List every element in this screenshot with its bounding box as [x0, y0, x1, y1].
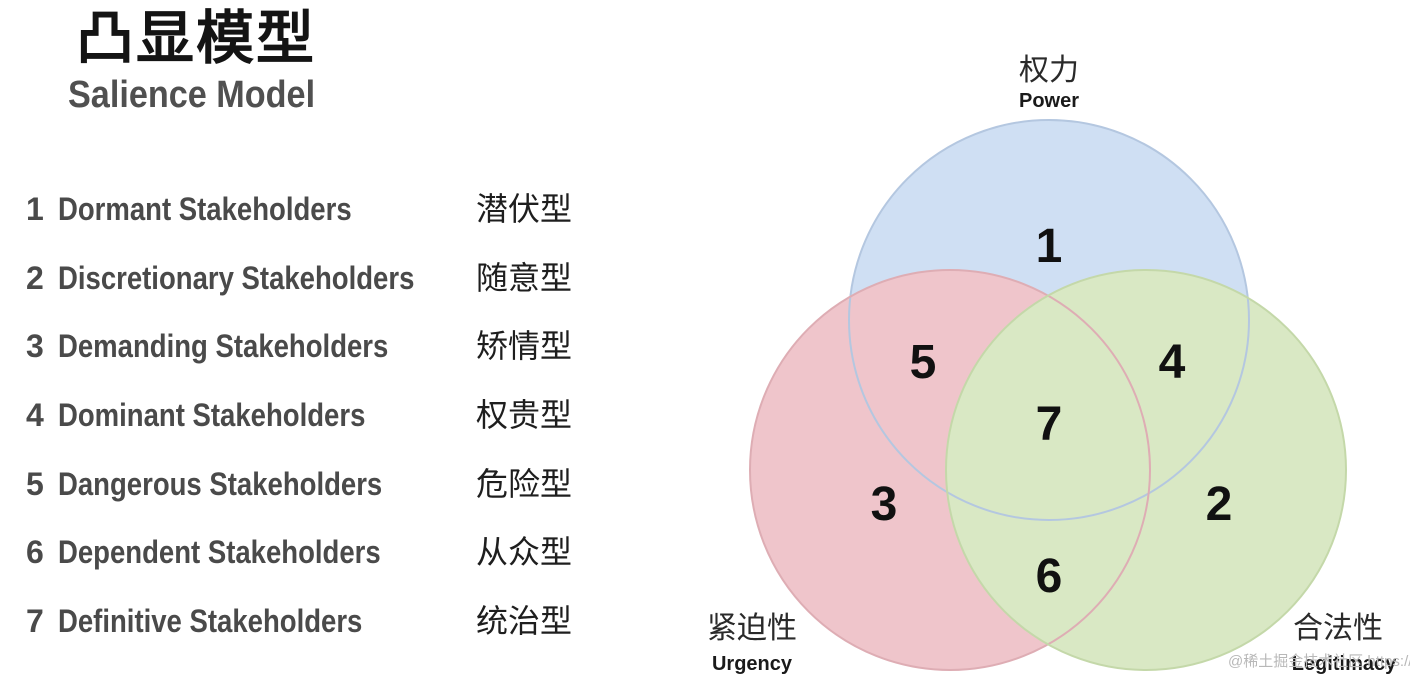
list-item: 4 Dominant Stakeholders 权贵型 — [26, 392, 606, 461]
urgency-label-english: Urgency — [712, 653, 793, 675]
list-item-chinese: 随意型 — [476, 258, 573, 297]
region-label-6: 6 — [1036, 550, 1063, 603]
power-label-chinese: 权力 — [1019, 53, 1079, 88]
urgency-circle-outline — [749, 269, 1151, 671]
list-item-number: 4 — [26, 397, 44, 434]
list-item-number: 6 — [26, 534, 44, 571]
list-item-english: Dormant Stakeholders — [58, 191, 352, 227]
legitimacy-circle — [946, 270, 1346, 670]
list-item-english: Definitive Stakeholders — [58, 603, 363, 640]
list-item-number: 3 — [26, 328, 44, 365]
list-item: 3 Demanding Stakeholders 矫情型 — [26, 323, 606, 392]
power-label-english: Power — [1019, 90, 1079, 112]
list-item-chinese: 权贵型 — [476, 396, 573, 435]
list-item: 1 Dormant Stakeholders 潜伏型 — [26, 186, 606, 255]
list-item-number: 2 — [26, 259, 44, 296]
list-item-number: 5 — [26, 465, 44, 502]
region-label-2: 2 — [1206, 478, 1233, 531]
title-english: Salience Model — [68, 74, 316, 116]
region-label-5: 5 — [910, 336, 937, 389]
power-circle-outline — [848, 119, 1250, 521]
urgency-label-chinese: 紧迫性 — [707, 611, 797, 646]
list-item-english: Dominant Stakeholders — [58, 397, 366, 434]
legitimacy-label-chinese: 合法性 — [1293, 611, 1383, 646]
list-item-chinese: 潜伏型 — [476, 190, 573, 228]
list-item: 6 Dependent Stakeholders 从众型 — [26, 529, 606, 598]
list-item-chinese: 危险型 — [476, 464, 573, 503]
list-item: 7 Definitive Stakeholders 统治型 — [26, 598, 606, 667]
region-label-3: 3 — [871, 478, 898, 531]
list-item-english: Demanding Stakeholders — [58, 328, 389, 365]
list-item-number: 1 — [26, 191, 44, 227]
region-label-7: 7 — [1036, 398, 1063, 451]
list-item-chinese: 从众型 — [476, 533, 573, 572]
stakeholder-type-list: 1 Dormant Stakeholders 潜伏型 2 Discretiona… — [26, 186, 606, 667]
list-item: 2 Discretionary Stakeholders 随意型 — [26, 255, 606, 324]
list-item: 5 Dangerous Stakeholders 危险型 — [26, 461, 606, 530]
legitimacy-circle-outline — [945, 269, 1347, 671]
list-item-chinese: 统治型 — [476, 602, 573, 641]
watermark-text: @稀土掘金技术社区 https://blog.csdn.net/... — [1228, 653, 1410, 670]
region-label-1: 1 — [1036, 220, 1063, 273]
list-item-english: Dependent Stakeholders — [58, 534, 381, 571]
title-chinese: 凸显模型 — [76, 4, 317, 72]
region-label-4: 4 — [1159, 336, 1186, 389]
list-item-number: 7 — [26, 603, 44, 640]
list-item-english: Dangerous Stakeholders — [58, 465, 383, 502]
list-item-chinese: 矫情型 — [476, 327, 573, 366]
list-item-english: Discretionary Stakeholders — [58, 259, 415, 296]
legitimacy-label-english: Legitimacy — [1292, 653, 1397, 675]
